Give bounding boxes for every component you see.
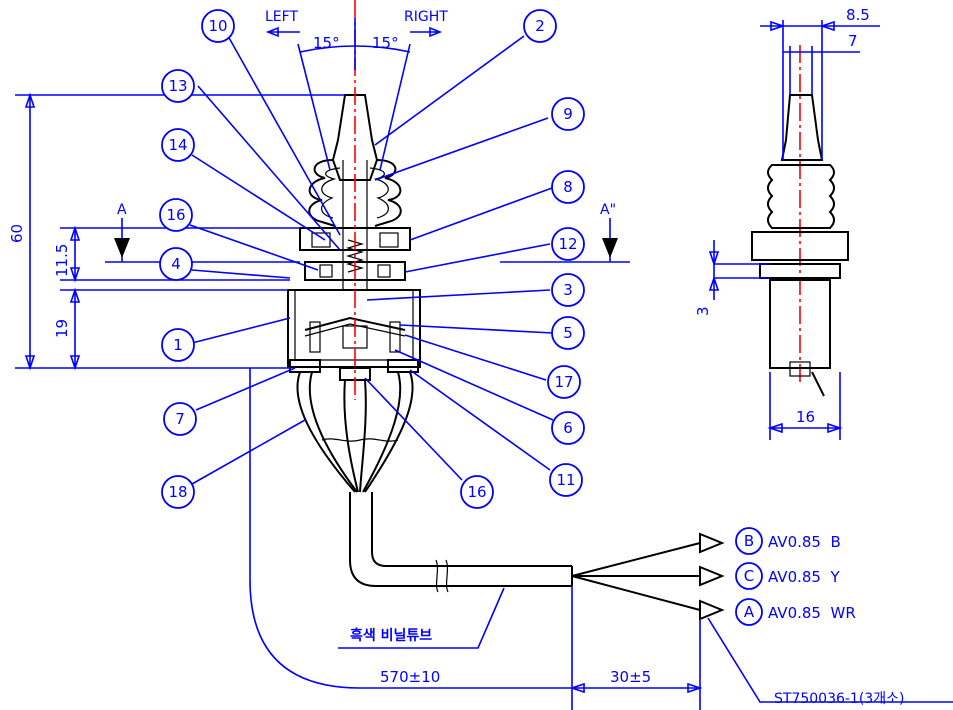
svg-text:13: 13	[168, 77, 187, 95]
angle-right-label: 15°	[372, 34, 399, 52]
body-height-dim: 19	[53, 319, 71, 338]
balloon: 4	[159, 247, 193, 281]
svg-text:14: 14	[168, 136, 187, 154]
svg-text:18: 18	[168, 483, 187, 501]
svg-text:B: B	[744, 532, 754, 550]
balloon: 16	[159, 198, 193, 232]
side-gap-dim: 3	[694, 306, 712, 316]
main-view-outline	[287, 94, 725, 621]
svg-text:16: 16	[467, 483, 486, 501]
svg-text:17: 17	[554, 373, 573, 391]
lead-length-dim: 30±5	[610, 668, 651, 686]
balloon: 16	[460, 475, 494, 509]
part-balloons: 10 2 13 9 14 8 16 12 4 3 1 5 17 7 6 11 1…	[159, 9, 585, 509]
wire-spec: AV0.85 WR	[768, 604, 856, 622]
balloon: 8	[551, 170, 585, 204]
balloon: 12	[551, 227, 585, 261]
svg-text:8: 8	[563, 178, 573, 196]
wire-spec: AV0.85 B	[768, 533, 841, 551]
balloon: 11	[549, 463, 583, 497]
balloon: 14	[161, 128, 195, 162]
svg-text:3: 3	[563, 281, 573, 299]
wire-mark: C	[735, 562, 763, 590]
svg-text:C: C	[744, 567, 754, 585]
section-a2-label: A"	[600, 202, 616, 218]
wire-mark: B	[735, 527, 763, 555]
balloon: 13	[161, 69, 195, 103]
balloon: 3	[551, 273, 585, 307]
balloon: 6	[551, 411, 585, 445]
balloon: 5	[551, 316, 585, 350]
svg-text:7: 7	[175, 410, 185, 428]
side-width-outer-dim: 8.5	[846, 6, 870, 24]
side-width-inner-dim: 7	[848, 32, 858, 50]
svg-text:A: A	[744, 603, 755, 621]
angle-left-label: 15°	[313, 34, 340, 52]
wire-mark: A	[735, 598, 763, 626]
cable-length-dim: 570±10	[380, 668, 440, 686]
svg-text:2: 2	[535, 17, 545, 35]
wire-labels: B AV0.85 B C AV0.85 Y A AV0.85 WR	[735, 527, 856, 626]
section-a-label: A	[117, 202, 127, 218]
svg-text:1: 1	[173, 336, 183, 354]
balloon: 9	[551, 97, 585, 131]
svg-text:5: 5	[563, 324, 573, 342]
svg-text:11: 11	[556, 471, 575, 489]
terminal-note: ST750036-1(3개소)	[774, 691, 904, 707]
svg-text:16: 16	[166, 206, 185, 224]
left-label: LEFT	[265, 9, 298, 25]
tube-note: 흑색 비닐튜브	[350, 627, 432, 644]
balloon: 18	[161, 475, 195, 509]
balloon: 17	[547, 365, 581, 399]
overall-height-dim: 60	[8, 224, 26, 243]
view-labels: LEFT RIGHT 15° 15° A A" 흑색 비닐튜브 ST750036…	[117, 9, 904, 707]
svg-text:12: 12	[558, 235, 577, 253]
wire-spec: AV0.85 Y	[768, 568, 840, 586]
upper-height-dim: 11.5	[53, 244, 71, 277]
svg-text:10: 10	[208, 17, 227, 35]
svg-text:9: 9	[563, 105, 573, 123]
balloon: 7	[163, 402, 197, 436]
svg-text:6: 6	[563, 419, 573, 437]
balloon: 1	[161, 328, 195, 362]
dimension-labels: 60 11.5 19 570±10 30±5 8.5 7 3 16	[8, 6, 870, 686]
svg-text:4: 4	[171, 255, 181, 273]
balloon: 10	[201, 9, 235, 43]
side-body-width-dim: 16	[796, 408, 815, 426]
right-label: RIGHT	[404, 9, 448, 25]
balloon: 2	[523, 9, 557, 43]
side-view	[708, 20, 880, 440]
